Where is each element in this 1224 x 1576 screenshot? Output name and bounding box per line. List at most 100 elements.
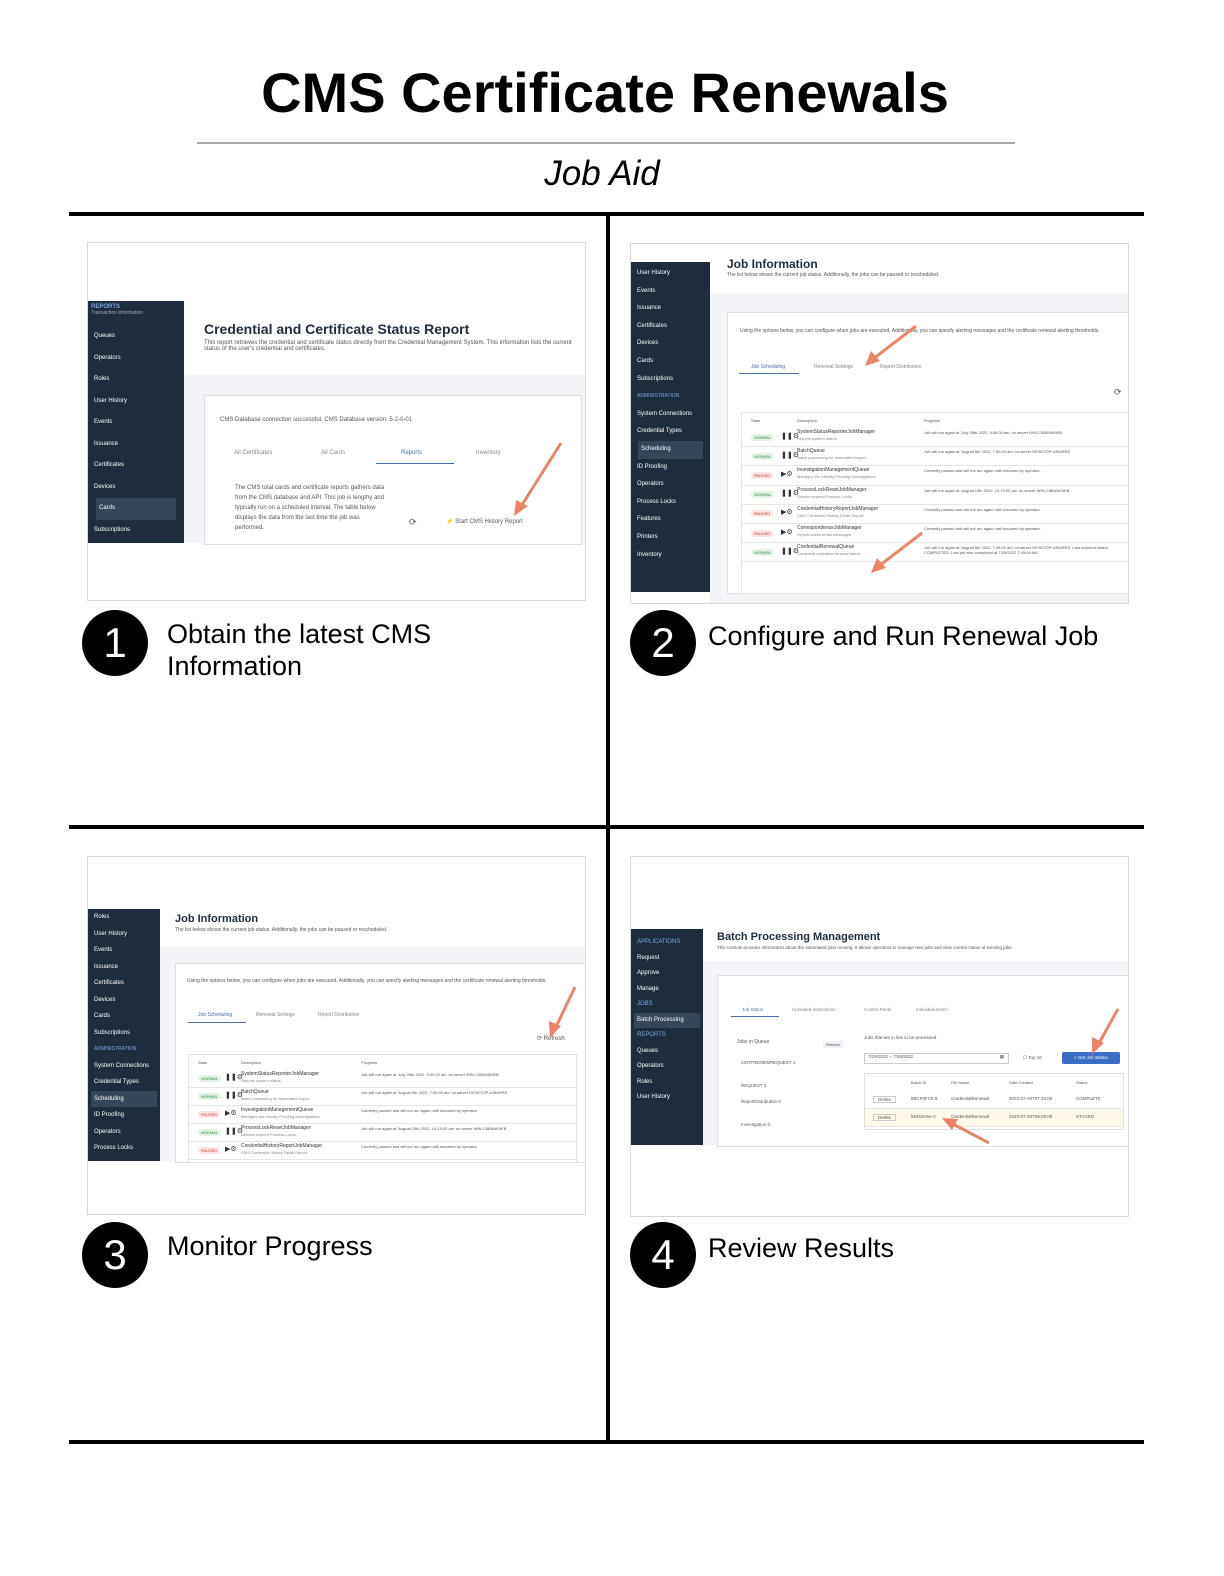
sidebar-item-subscriptions[interactable]: Subscriptions — [637, 375, 674, 382]
tab-uploaded-instructions[interactable]: Uploaded Instructions — [792, 1007, 836, 1012]
sidebar-item-operators[interactable]: Operators — [637, 481, 664, 488]
sidebar-item-events[interactable]: Events — [637, 287, 656, 294]
sidebar-item-devices[interactable]: Devices — [637, 340, 659, 347]
queue-item: CERTRENEWREQUEST 1 — [741, 1060, 796, 1065]
tab-job-status[interactable]: Job Status — [742, 1007, 764, 1012]
delete-button[interactable]: Delete — [873, 1114, 897, 1121]
tab-individual-batch[interactable]: Individual Batch — [916, 1007, 948, 1012]
play-icon[interactable]: ▶⚙ — [781, 528, 793, 536]
pause-icon[interactable]: ❚❚⚙ — [781, 547, 800, 555]
status-badge: PAUSED — [751, 471, 774, 479]
tab-job-scheduling[interactable]: Job Scheduling — [198, 1012, 233, 1018]
sidebar-item-id-proofing[interactable]: ID Proofing — [94, 1112, 125, 1118]
sidebar-item-certificates[interactable]: Certificates — [94, 980, 125, 986]
sidebar-item-roles[interactable]: Roles — [637, 1078, 653, 1085]
page-title: CMS Certificate Renewals — [261, 61, 949, 124]
sidebar-item-user-history[interactable]: User History — [94, 930, 128, 937]
screenshot-cms-status-report: REPORTS Transaction information Queues O… — [87, 242, 586, 601]
pause-icon[interactable]: ❚❚⚙ — [781, 432, 800, 440]
sidebar-item-devices[interactable]: Devices — [94, 996, 116, 1003]
date-cell: 2022-07-29T09:28:00 — [1009, 1114, 1053, 1119]
pause-icon[interactable]: ❚❚⚙ — [225, 1074, 244, 1081]
sidebar-item-issuance[interactable]: Issuance — [94, 440, 119, 447]
sidebar-item-queues[interactable]: Queues — [637, 1047, 659, 1054]
sidebar-item-operators[interactable]: Operators — [637, 1063, 664, 1069]
sidebar-item-batch-processing[interactable]: Batch Processing — [634, 1012, 700, 1028]
sidebar-item-features[interactable]: Features — [637, 516, 661, 523]
sidebar-item-cards[interactable]: Cards — [96, 498, 176, 520]
tab-renewal-settings[interactable]: Renewal Settings — [256, 1012, 295, 1018]
queue-item: ReportDistribution 0 — [741, 1099, 781, 1104]
sidebar-item-queues[interactable]: Queues — [94, 333, 116, 339]
tab-reports[interactable]: Reports — [401, 450, 423, 456]
sidebar-item-request[interactable]: Request — [637, 954, 660, 961]
sidebar-item-cards[interactable]: Cards — [94, 1013, 111, 1019]
play-icon[interactable]: ▶⚙ — [225, 1146, 237, 1153]
tab-report-distribution[interactable]: Report Distribution — [880, 364, 922, 370]
job-name: CredentialHistoryReportJobManager — [797, 505, 879, 512]
tab-control-panel[interactable]: Control Panel — [864, 1007, 892, 1012]
refresh-icon[interactable]: ⟳ — [1114, 387, 1122, 397]
tab-report-distribution[interactable]: Report Distribution — [318, 1012, 360, 1018]
job-description: Batch processing for automated import. — [797, 455, 867, 461]
sidebar-item-roles[interactable]: Roles — [94, 376, 110, 382]
queue-item: Investigation 0 — [741, 1122, 771, 1127]
sidebar-item-events[interactable]: Events — [94, 947, 113, 953]
sidebar-item-user-history[interactable]: User History — [637, 270, 671, 276]
sidebar-item-process-locks[interactable]: Process Locks — [637, 498, 677, 505]
pause-icon[interactable]: ❚❚⚙ — [225, 1128, 244, 1135]
sidebar-item-approve[interactable]: Approve — [637, 970, 660, 976]
sidebar-item-printers[interactable]: Printers — [637, 533, 658, 540]
sidebar-item-credential-types[interactable]: Credential Types — [94, 1079, 139, 1085]
job-name: InvestigationManagementQueue — [241, 1107, 314, 1113]
delete-button[interactable]: Delete — [873, 1096, 897, 1103]
sidebar-item-certificates[interactable]: Certificates — [94, 462, 125, 468]
tab-job-scheduling[interactable]: Job Scheduling — [751, 364, 786, 370]
sidebar-item-process-locks[interactable]: Process Locks — [94, 1145, 134, 1151]
sidebar-item-cards[interactable]: Cards — [637, 357, 654, 364]
sidebar-item-user-history[interactable]: User History — [637, 1094, 671, 1100]
sidebar-item-id-proofing[interactable]: ID Proofing — [637, 463, 668, 470]
job-progress: Currently paused and will not run again … — [924, 506, 1041, 512]
sidebar-item-operators[interactable]: Operators — [94, 1128, 121, 1135]
tab-all-certificates[interactable]: All Certificates — [234, 450, 273, 456]
sidebar-item-manage[interactable]: Manage — [637, 985, 659, 992]
sidebar-item-user-history[interactable]: User History — [94, 397, 128, 404]
refresh-icon[interactable]: ⟳ — [409, 517, 417, 527]
tab-all-cards[interactable]: All Cards — [321, 450, 346, 456]
sidebar-item-subscriptions[interactable]: Subscriptions — [94, 526, 131, 533]
step-number-badge: 3 — [82, 1222, 148, 1288]
queue-item: REQUEST 0 — [741, 1083, 767, 1088]
sidebar-item-certificates[interactable]: Certificates — [637, 322, 668, 329]
report-heading: Credential and Certificate Status Report — [204, 321, 470, 337]
sidebar-item-roles[interactable]: Roles — [94, 914, 110, 920]
date-range-input[interactable]: 7/29/2022 ~ 7/29/2022▦ — [864, 1053, 1009, 1064]
sidebar-item-credential-types[interactable]: Credential Types — [637, 428, 682, 435]
sidebar-item-devices[interactable]: Devices — [94, 483, 116, 490]
pause-icon[interactable]: ❚❚⚙ — [225, 1092, 244, 1099]
tab-renewal-settings[interactable]: Renewal Settings — [814, 364, 853, 370]
top10-checkbox[interactable]: ☐ Top 10 — [1023, 1055, 1042, 1060]
sidebar-item-scheduling[interactable]: Scheduling — [91, 1090, 157, 1107]
start-report-button[interactable]: ⚡ Start CMS History Report — [446, 518, 523, 525]
sidebar-item-inventory[interactable]: Inventory — [637, 551, 662, 558]
calendar-icon[interactable]: ▦ — [999, 1054, 1004, 1059]
sidebar-item-subscriptions[interactable]: Subscriptions — [94, 1029, 131, 1036]
get-job-status-button[interactable]: ⌕ Get Job Status — [1062, 1052, 1120, 1064]
refresh-button[interactable]: ⟳ Refresh — [537, 1035, 565, 1042]
sidebar-item-events[interactable]: Events — [94, 419, 113, 425]
pause-icon[interactable]: ❚❚⚙ — [781, 490, 800, 498]
sidebar-item-scheduling[interactable]: Scheduling — [638, 440, 703, 459]
pause-icon[interactable]: ❚❚⚙ — [781, 451, 800, 459]
play-icon[interactable]: ▶⚙ — [781, 509, 793, 517]
sidebar-item-system-connections[interactable]: System Connections — [637, 410, 693, 417]
queue-refresh-button[interactable]: Refresh — [823, 1041, 844, 1048]
play-icon[interactable]: ▶⚙ — [225, 1110, 237, 1117]
sidebar-item-operators[interactable]: Operators — [94, 354, 121, 361]
tab-inventory[interactable]: Inventory — [476, 450, 501, 456]
sidebar-item-issuance[interactable]: Issuance — [637, 305, 662, 312]
sidebar-item-system-connections[interactable]: System Connections — [94, 1062, 150, 1069]
sidebar-item-issuance[interactable]: Issuance — [94, 963, 119, 970]
play-icon[interactable]: ▶⚙ — [781, 470, 793, 478]
